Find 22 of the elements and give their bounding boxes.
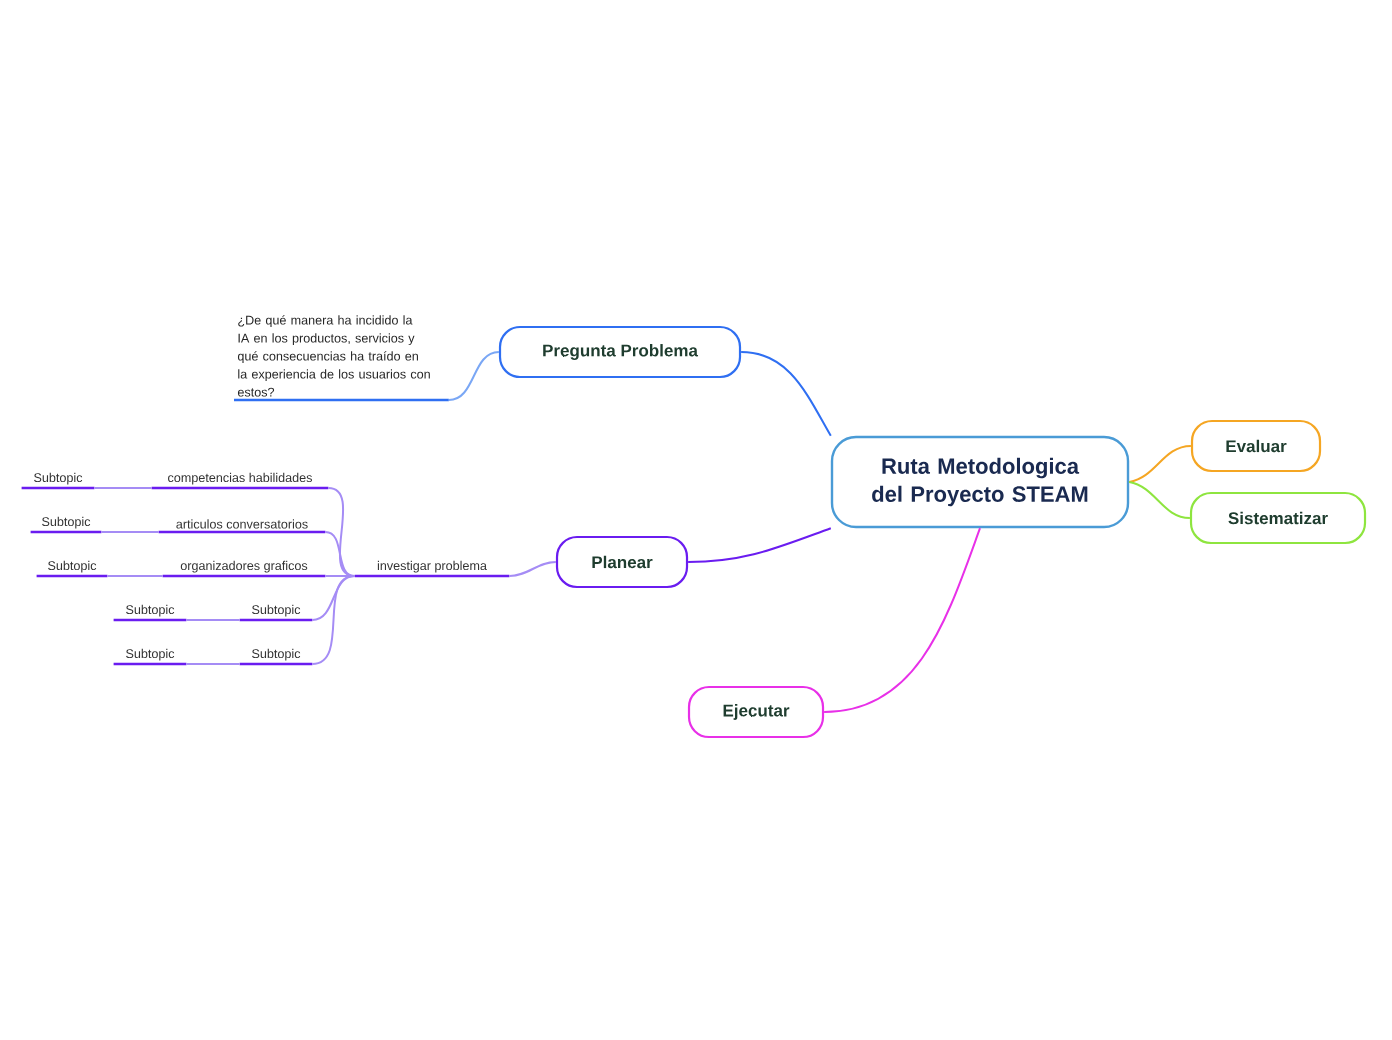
connector — [823, 527, 981, 713]
topic-box: Evaluar — [1190, 419, 1322, 473]
topic-box: Planear — [555, 535, 689, 589]
connector — [324, 575, 356, 577]
connector — [106, 575, 164, 577]
connector — [1128, 481, 1191, 519]
connector — [185, 663, 241, 665]
connector — [93, 487, 153, 489]
topic-box: Pregunta Problema — [498, 325, 742, 379]
connector — [100, 531, 160, 533]
connector — [311, 575, 356, 621]
topic-box: Ejecutar — [687, 685, 825, 739]
topic-box: Sistematizar — [1189, 491, 1367, 545]
connector — [508, 561, 557, 577]
connector — [1128, 445, 1192, 483]
connector — [687, 527, 832, 563]
connector — [185, 619, 241, 621]
connector — [447, 351, 500, 401]
connector — [324, 531, 356, 577]
connector — [311, 575, 356, 665]
topic-box: Ruta Metodologica del Proyecto STEAM — [830, 435, 1130, 529]
connector — [740, 351, 832, 437]
